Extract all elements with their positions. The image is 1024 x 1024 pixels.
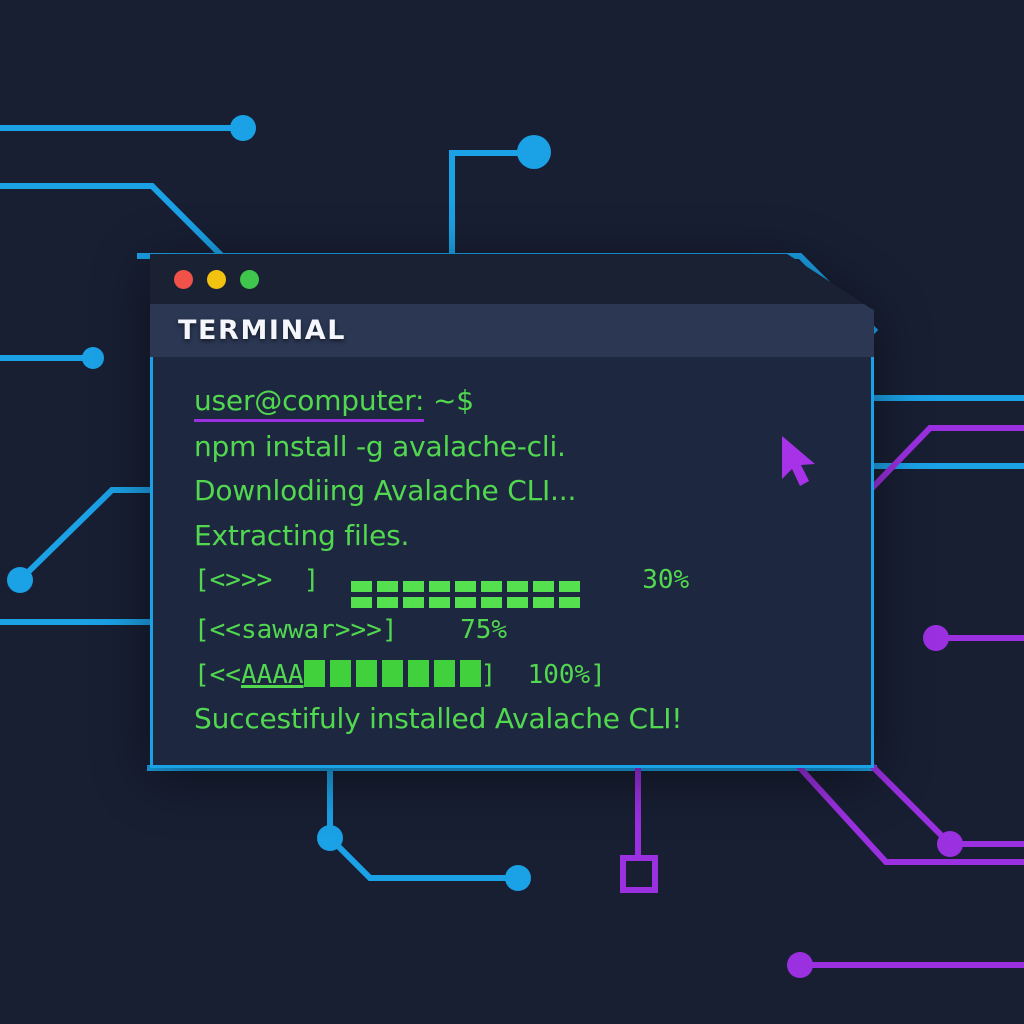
- progress-bracket-open: [: [194, 615, 210, 645]
- node-cyan-2: [517, 135, 551, 169]
- maximize-button[interactable]: [240, 269, 259, 289]
- progress-bracket-close: ]: [381, 615, 398, 645]
- prompt-path: ~$: [424, 384, 474, 417]
- progress-gap: [580, 565, 643, 595]
- progress-label: <<: [209, 659, 241, 690]
- progress-block: [376, 581, 398, 608]
- progress-label: <<sawwar>>>: [209, 615, 382, 645]
- progress-block: [428, 581, 450, 608]
- console-line-downloading: Downlodiing Avalache CLI...: [194, 474, 577, 507]
- terminal-window[interactable]: TERMINAL user@computer: ~$ npm install -…: [150, 254, 874, 768]
- progress-block: [355, 659, 377, 687]
- console-line-command: npm install -g avalache-cli.: [194, 429, 566, 463]
- progress-block: [303, 659, 325, 687]
- progress-bracket-close: ]: [272, 565, 320, 595]
- console-output[interactable]: user@computer: ~$ npm install -g avalach…: [150, 357, 874, 768]
- progress-percent: 100%]: [527, 659, 606, 690]
- node-cyan-4: [7, 567, 33, 593]
- trace-cyan-3: [449, 150, 533, 259]
- progress-bracket-open: [: [194, 659, 210, 690]
- window-title: TERMINAL: [178, 315, 347, 346]
- progress-block: [381, 659, 403, 687]
- progress-block: [329, 659, 351, 687]
- trace-cyan-6: [15, 487, 153, 585]
- progress-percent: 75%: [460, 615, 508, 645]
- progress-block: [407, 659, 429, 687]
- minimize-button[interactable]: [207, 269, 226, 289]
- progress-block: [350, 581, 372, 608]
- trace-cyan-11: [327, 765, 521, 881]
- progress-block: [532, 581, 554, 608]
- cyan-node-group: [7, 115, 551, 891]
- progress-bracket-close: ]: [480, 659, 497, 690]
- node-cyan-1: [230, 115, 256, 141]
- progress-gap: [496, 660, 527, 690]
- progress-blocks: [350, 581, 580, 608]
- console-line-result: Succestifuly installed Avalache CLI!: [194, 702, 683, 735]
- purple-node-group: [787, 625, 963, 978]
- titlebar: TERMINAL: [150, 304, 874, 357]
- close-button[interactable]: [174, 269, 193, 289]
- progress-label: <>>>: [209, 565, 273, 595]
- node-purple-2: [937, 831, 963, 857]
- trace-cyan-2: [0, 183, 227, 261]
- node-purple-3: [787, 952, 813, 978]
- terminal-inner: TERMINAL user@computer: ~$ npm install -…: [150, 254, 874, 768]
- progress-block: [480, 581, 502, 608]
- trace-purple-4: [795, 763, 1024, 865]
- progress-gap: [398, 615, 461, 645]
- node-cyan-5: [317, 825, 343, 851]
- cursor-arrow: [782, 436, 815, 486]
- progress-block: [433, 659, 455, 687]
- node-cyan-6: [505, 865, 531, 891]
- titlebar-controls: [150, 254, 874, 304]
- node-cyan-3: [82, 347, 104, 369]
- progress-bracket-open: [: [194, 565, 210, 595]
- node-purple-square: [620, 855, 658, 893]
- progress-bar-30: [<>>> ] 30%: [194, 558, 844, 608]
- progress-label-underlined: AAAA: [240, 659, 304, 690]
- progress-bar-75: [<<sawwar>>>] 75%: [194, 608, 844, 653]
- progress-blocks: [303, 659, 481, 687]
- mouse-pointer-icon: [782, 436, 815, 486]
- progress-block: [459, 659, 481, 687]
- progress-block: [454, 581, 476, 608]
- prompt-line: user@computer: ~$: [194, 379, 844, 424]
- progress-block: [558, 581, 580, 608]
- progress-block: [402, 581, 424, 608]
- node-purple-1: [923, 625, 949, 651]
- trace-purple-1: [869, 425, 1024, 491]
- console-line-extracting: Extracting files.: [194, 518, 410, 552]
- progress-bar-100: [<<AAAA] 100%]: [194, 653, 844, 698]
- progress-block: [506, 581, 528, 608]
- progress-percent: 30%: [642, 565, 690, 595]
- prompt-host: user@computer:: [194, 384, 424, 422]
